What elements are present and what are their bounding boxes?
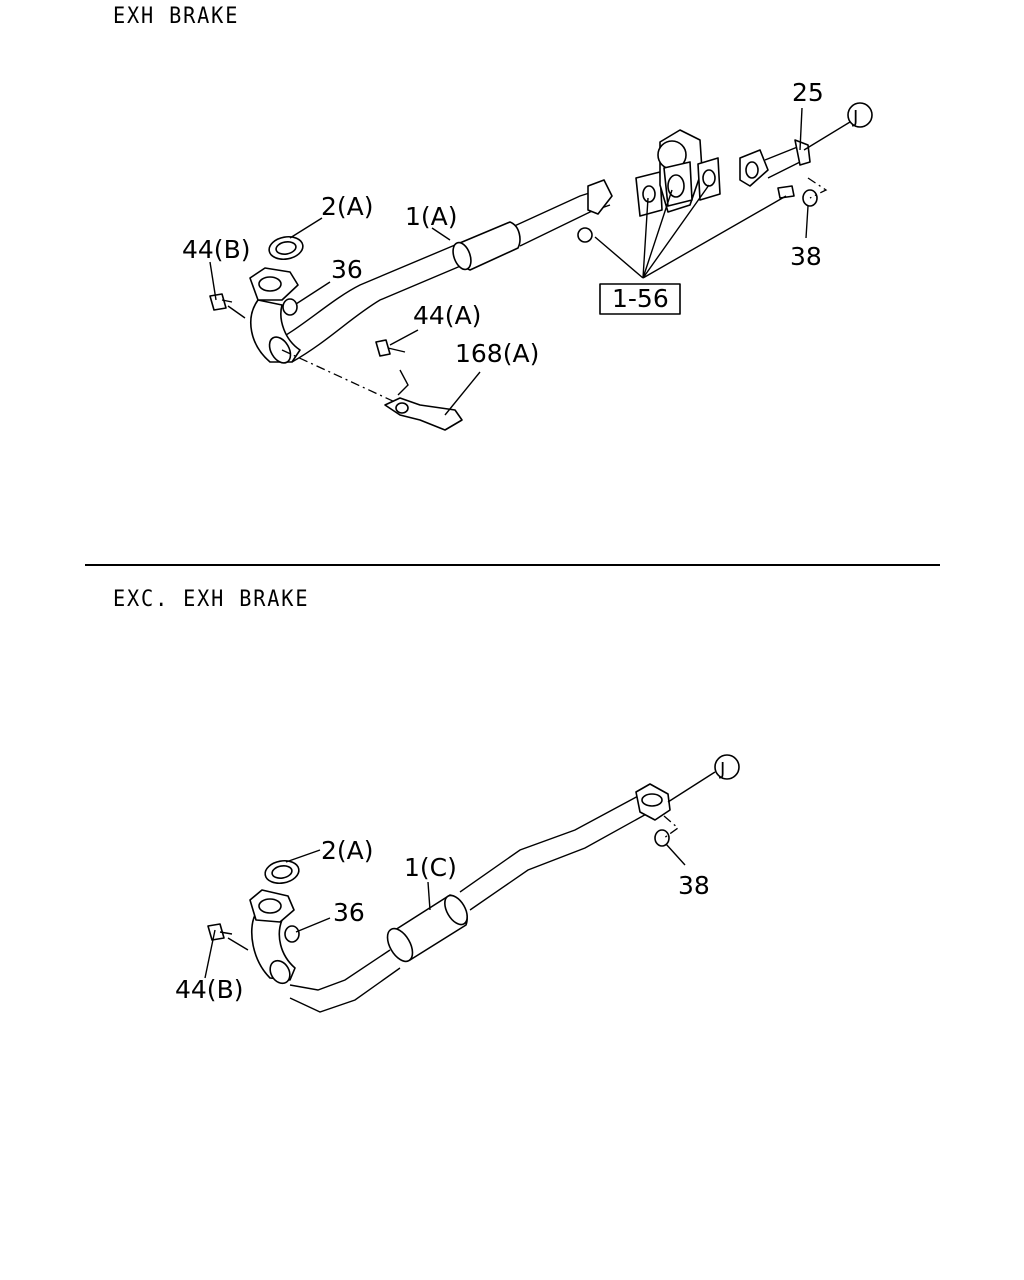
callout-2a: 2(A) — [321, 836, 374, 865]
callout-25: 25 — [792, 78, 824, 107]
exhaust-pipe-25 — [739, 139, 811, 187]
nut-36 — [282, 298, 298, 316]
callout-1c: 1(C) — [404, 853, 457, 882]
bolt-44b — [207, 923, 249, 951]
exhaust-brake-unit — [635, 129, 721, 217]
nut-group-ref — [577, 227, 593, 243]
section-divider — [85, 564, 940, 566]
gasket-2a — [268, 235, 304, 261]
callout-1a: 1(A) — [405, 202, 458, 231]
nut-36 — [284, 925, 300, 943]
bolt-44b — [209, 293, 246, 319]
group-ref-box — [599, 283, 681, 315]
nut-38 — [654, 829, 670, 847]
bracket-168a — [384, 369, 463, 431]
callout-38: 38 — [678, 871, 710, 900]
callout-36: 36 — [331, 255, 363, 284]
section-title-exh-brake: EXH BRAKE — [113, 4, 240, 29]
section-title-exc-exh-brake: EXC. EXH BRAKE — [113, 587, 310, 612]
nut-38 — [777, 185, 818, 207]
bolt-44a — [375, 339, 406, 357]
callout-38: 38 — [790, 242, 822, 271]
callout-j: J — [719, 759, 725, 780]
connector-j-marker — [847, 102, 873, 128]
exh-brake-diagram: 2(A) 1(A) 44(B) 36 44(A) 168(A) 1-56 25 … — [182, 78, 873, 431]
connector-j-marker — [714, 754, 740, 780]
exc-exh-brake-diagram: 2(A) 1(C) 36 44(B) J 38 — [175, 754, 740, 1013]
gasket-2a — [264, 859, 300, 885]
callout-36: 36 — [333, 898, 365, 927]
callout-1-56: 1-56 — [612, 284, 669, 313]
exhaust-pipe-1a — [249, 179, 613, 364]
callout-j: J — [852, 107, 858, 128]
callout-44b: 44(B) — [175, 975, 243, 1004]
callout-2a: 2(A) — [321, 192, 374, 221]
exhaust-pipe-1c — [249, 783, 671, 1013]
callout-44b: 44(B) — [182, 235, 250, 264]
callout-168a: 168(A) — [455, 339, 539, 368]
callout-44a: 44(A) — [413, 301, 481, 330]
